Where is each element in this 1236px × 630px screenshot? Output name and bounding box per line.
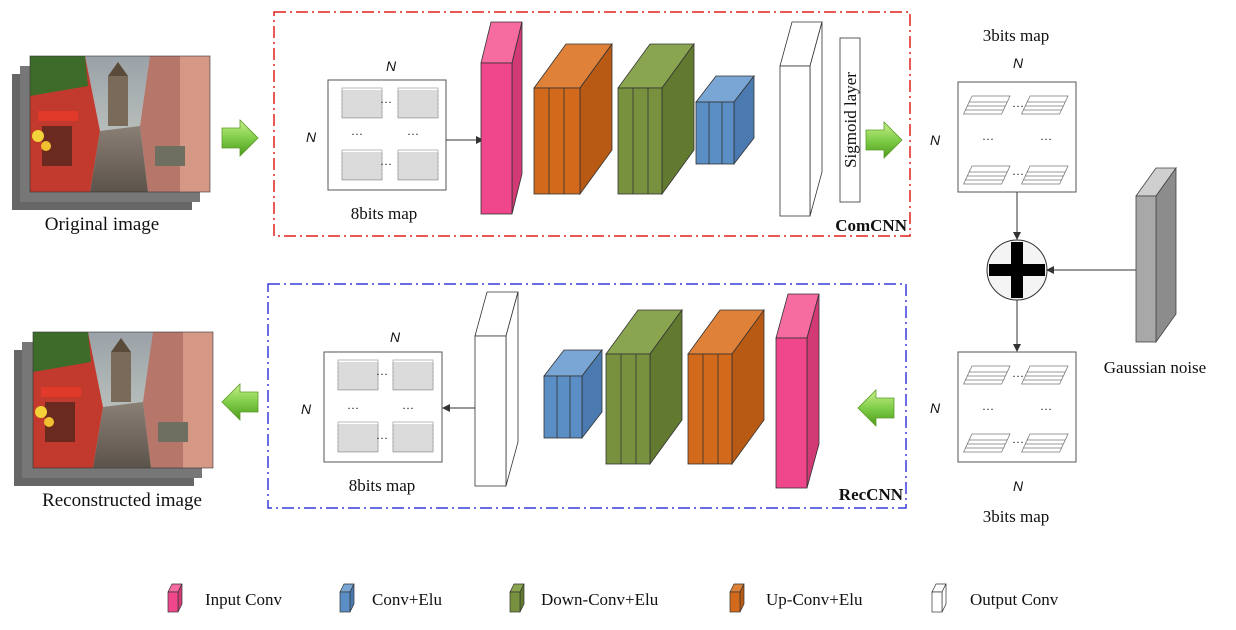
original-image-stack: [12, 55, 211, 210]
reccnn-up-conv-layer: [687, 308, 765, 466]
svg-text:···: ···: [407, 127, 419, 141]
top-3bit-map: ··· ··· ··· ···: [957, 81, 1077, 193]
gaussian-noise-label: Gaussian noise: [1104, 358, 1206, 377]
svg-text:···: ···: [1012, 99, 1024, 113]
reccnn-input-conv-layer: [775, 293, 820, 489]
comcnn-map-dim-left: N: [306, 129, 317, 145]
legend-label: Output Conv: [970, 590, 1059, 609]
svg-text:···: ···: [1012, 369, 1024, 383]
top-3bit-map-dim-left: N: [930, 132, 941, 148]
arrow-left-icon: [221, 383, 259, 421]
reccnn-map-caption: 8bits map: [349, 476, 416, 495]
svg-text:···: ···: [982, 402, 994, 416]
svg-text:···: ···: [1040, 402, 1052, 416]
reccnn-map-dim-top: N: [390, 329, 401, 345]
comcnn-8bit-map: ··· ··· ··· ···: [327, 79, 447, 191]
reccnn-output-conv-layer: [474, 291, 519, 487]
reccnn-map-dim-left: N: [301, 401, 312, 417]
adder-plus-icon: [986, 239, 1048, 301]
reccnn-down-conv-layer: [605, 308, 683, 466]
comcnn-label: ComCNN: [835, 216, 907, 235]
svg-text:···: ···: [376, 367, 388, 381]
top-3bit-map-dim-top: N: [1013, 55, 1024, 71]
original-image-caption: Original image: [45, 214, 160, 235]
legend-label: Up-Conv+Elu: [766, 590, 863, 609]
arrow-right-icon: [221, 119, 259, 157]
bottom-3bit-map: ··· ··· ··· ···: [957, 351, 1077, 463]
legend-label: Input Conv: [205, 590, 282, 609]
reccnn-8bit-map: ··· ··· ··· ···: [323, 351, 443, 463]
svg-text:···: ···: [402, 401, 414, 415]
svg-text:···: ···: [347, 401, 359, 415]
bottom-3bit-map-caption: 3bits map: [983, 507, 1050, 526]
svg-text:···: ···: [1012, 167, 1024, 181]
svg-text:···: ···: [380, 157, 392, 171]
legend-item-conv-elu: Conv+Elu: [339, 583, 443, 613]
arrow-right-icon: [865, 121, 903, 159]
reconstructed-image-stack: [14, 331, 214, 486]
svg-text:···: ···: [351, 127, 363, 141]
comcnn-frame: [273, 11, 911, 237]
svg-text:···: ···: [380, 95, 392, 109]
sigmoid-layer-label: Sigmoid layer: [841, 72, 860, 168]
comcnn-conv-elu-layer: [695, 74, 755, 166]
top-3bit-map-caption: 3bits map: [983, 26, 1050, 45]
comcnn-up-conv-layer: [533, 42, 613, 196]
legend-label: Down-Conv+Elu: [541, 590, 659, 609]
svg-text:···: ···: [982, 132, 994, 146]
comcnn-down-conv-layer: [617, 42, 695, 196]
comcnn-output-conv-layer: [779, 21, 823, 217]
legend-item-output-conv: Output Conv: [931, 583, 1059, 613]
svg-text:···: ···: [1040, 132, 1052, 146]
legend-item-input-conv: Input Conv: [167, 583, 282, 613]
reconstructed-image-caption: Reconstructed image: [42, 490, 202, 511]
legend: Input Conv Conv+Elu Down-Conv+Elu Up-Con…: [167, 583, 1059, 613]
reccnn-conv-elu-layer: [543, 348, 603, 440]
svg-text:···: ···: [1012, 435, 1024, 449]
bottom-3bit-map-dim-bottom: N: [1013, 478, 1024, 494]
legend-item-down-conv: Down-Conv+Elu: [509, 583, 659, 613]
legend-item-up-conv: Up-Conv+Elu: [729, 583, 863, 613]
sigmoid-layer: Sigmoid layer: [839, 37, 861, 203]
svg-text:···: ···: [376, 431, 388, 445]
bottom-3bit-map-dim-left: N: [930, 400, 941, 416]
reccnn-frame: [267, 283, 907, 509]
comcnn-map-dim-top: N: [386, 58, 397, 74]
comcnn-input-conv-layer: [480, 21, 523, 215]
legend-label: Conv+Elu: [372, 590, 443, 609]
reccnn-label: RecCNN: [839, 485, 904, 504]
arrow-left-icon: [857, 389, 895, 427]
comcnn-map-caption: 8bits map: [351, 204, 418, 223]
gaussian-noise-block: [1135, 166, 1177, 344]
